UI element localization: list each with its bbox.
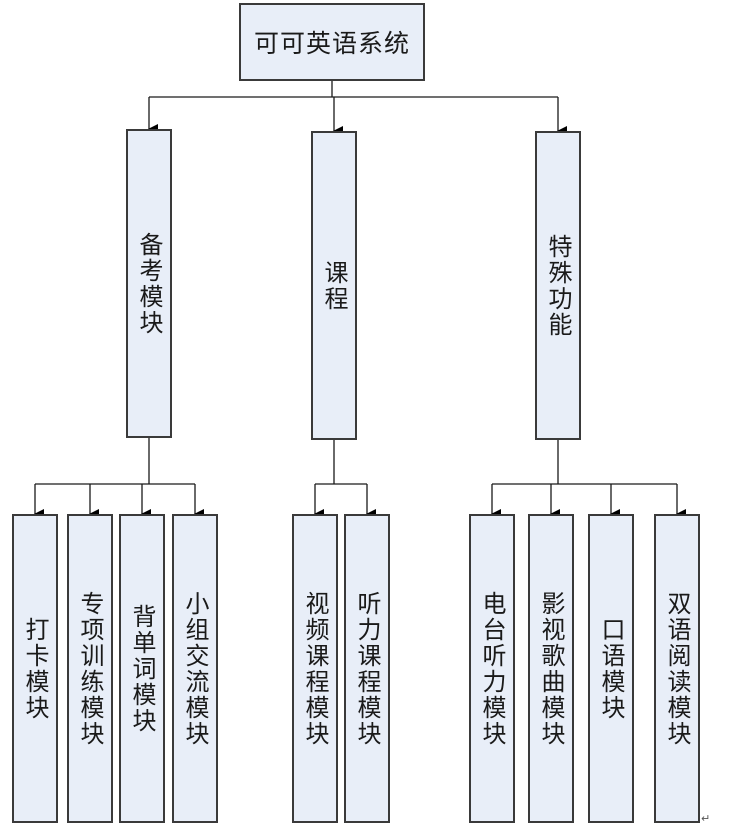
- node-listening-course-module: 听力课程模块: [344, 514, 390, 823]
- paragraph-mark: ↵: [701, 812, 711, 825]
- root-label: 可可英语系统: [253, 29, 410, 58]
- node-vocabulary-module: 背单词模块: [119, 514, 165, 823]
- node-video-course-module: 视频课程模块: [292, 514, 338, 823]
- node-bilingual-reading-module: 双语阅读模块: [654, 514, 700, 823]
- node-label: 视频课程模块: [301, 590, 329, 747]
- node-courses: 课程: [311, 131, 357, 440]
- root-node: 可可英语系统: [239, 3, 425, 81]
- node-radio-listening-module: 电台听力模块: [469, 514, 515, 823]
- node-exam-prep-module: 备考模块: [126, 129, 172, 438]
- node-label: 背单词模块: [128, 603, 156, 734]
- node-checkin-module: 打卡模块: [12, 514, 58, 823]
- node-special-features: 特殊功能: [535, 131, 581, 440]
- node-label: 备考模块: [135, 231, 163, 336]
- node-label: 影视歌曲模块: [537, 590, 565, 747]
- node-film-songs-module: 影视歌曲模块: [528, 514, 574, 823]
- node-group-chat-module: 小组交流模块: [172, 514, 218, 823]
- node-label: 特殊功能: [544, 233, 572, 338]
- node-label: 课程: [320, 259, 348, 312]
- node-label: 双语阅读模块: [663, 590, 691, 747]
- node-special-training-module: 专项训练模块: [67, 514, 113, 823]
- node-label: 口语模块: [597, 616, 625, 721]
- node-label: 听力课程模块: [353, 590, 381, 747]
- node-label: 专项训练模块: [76, 590, 104, 747]
- node-label: 打卡模块: [21, 616, 49, 721]
- node-label: 电台听力模块: [478, 590, 506, 747]
- node-speaking-module: 口语模块: [588, 514, 634, 823]
- node-label: 小组交流模块: [181, 590, 209, 747]
